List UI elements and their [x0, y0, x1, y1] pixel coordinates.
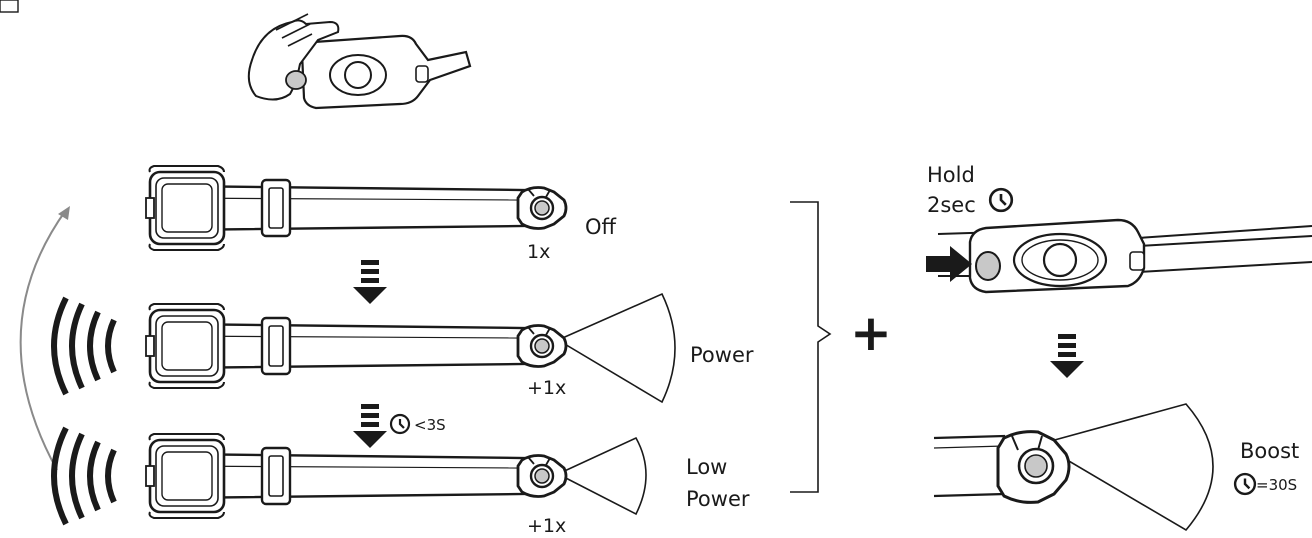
clock-icon [988, 187, 1014, 213]
plus-icon: + [850, 304, 892, 362]
mode-label-low: Low [686, 455, 727, 479]
press-count-1: 1x [527, 241, 550, 263]
bracket-icon [790, 201, 832, 493]
down-arrow-icon [353, 404, 387, 448]
press-count-2: +1x [527, 377, 566, 399]
cycle-arrow-icon [19, 209, 67, 471]
light-beam-icon [1037, 403, 1214, 532]
black-arrow-icon [926, 246, 972, 282]
light-beam-icon [556, 292, 676, 404]
mode-label-power-2: Power [686, 487, 750, 511]
boost-timer: =30S [1256, 476, 1297, 494]
hand-pressing-button-icon [0, 0, 472, 110]
headlamp-low-power-state [54, 428, 647, 524]
hold-label: Hold [927, 163, 975, 187]
down-arrow-icon [353, 260, 387, 304]
headlamp-power-state [54, 292, 676, 404]
headlamp-off-state [144, 164, 568, 252]
boost-label: Boost [1240, 439, 1299, 463]
hold-duration: 2sec [927, 193, 976, 217]
transition-timer: <3S [414, 416, 446, 434]
clock-icon [1233, 472, 1257, 496]
light-beam-icon [556, 436, 647, 516]
mode-label-power: Power [690, 343, 754, 367]
headlamp-boost-state [933, 403, 1214, 532]
mode-label-off: Off [585, 215, 617, 239]
clock-icon [389, 413, 411, 435]
press-count-3: +1x [527, 515, 566, 537]
headlamp-closeup [937, 218, 1312, 294]
down-arrow-icon [1050, 334, 1084, 378]
cycle-arrow-head [58, 206, 70, 220]
